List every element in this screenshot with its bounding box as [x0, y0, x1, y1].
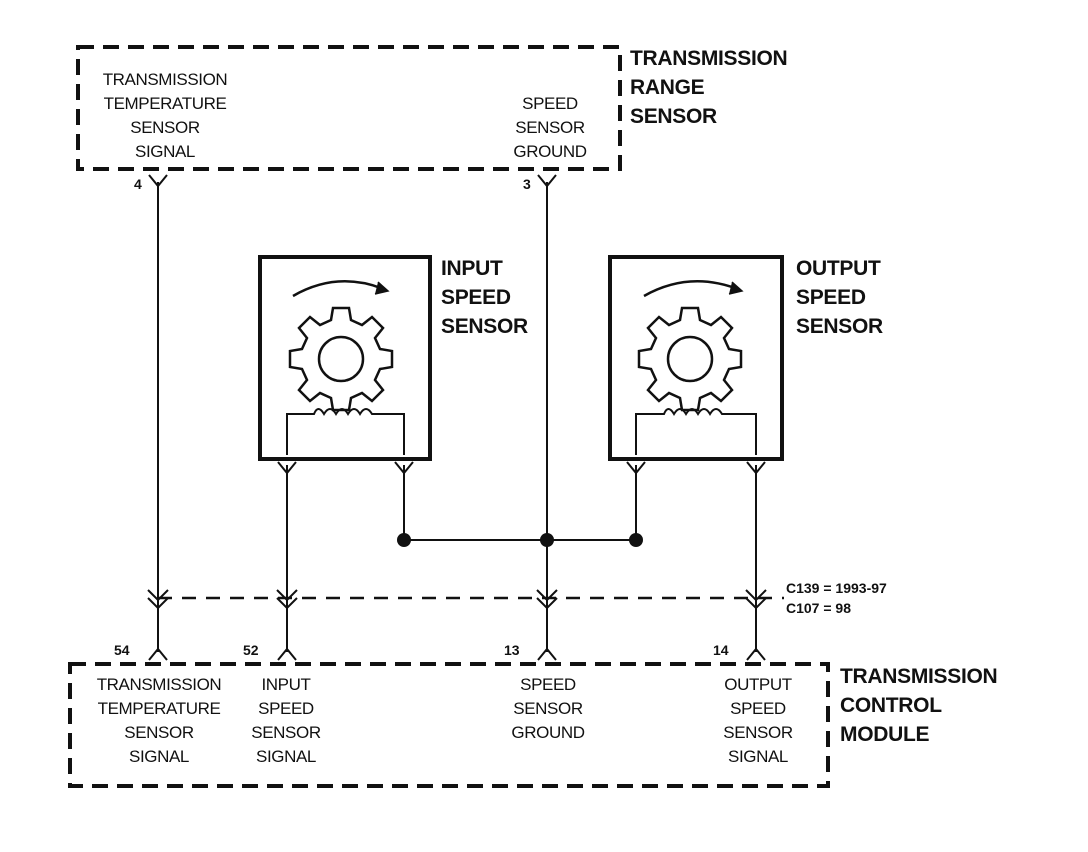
terminal-chevron-3 — [537, 174, 557, 188]
pin-52: 52 — [243, 642, 259, 658]
pin-3: 3 — [523, 176, 531, 192]
label-line: SENSOR — [130, 118, 200, 137]
label-line: SENSOR — [124, 723, 194, 742]
connector-note: C139 = 1993-97 C107 = 98 — [786, 578, 887, 618]
title-line: SENSOR — [630, 105, 717, 128]
trs-speed-ground-label: SPEED SENSOR GROUND — [495, 92, 605, 164]
connector-chevrons-52 — [276, 589, 298, 610]
label-line: SENSOR — [251, 723, 321, 742]
gear-with-coil-icon — [635, 280, 757, 455]
title-line: MODULE — [840, 723, 930, 746]
terminal-chevron-4 — [148, 174, 168, 188]
label-line: TEMPERATURE — [97, 699, 221, 718]
note-line: C107 = 98 — [786, 600, 851, 616]
tcm-speed-ground-label: SPEED SENSOR GROUND — [493, 673, 603, 745]
title-line: SENSOR — [441, 315, 528, 338]
label-line: TEMPERATURE — [103, 94, 227, 113]
connector-chevrons-54 — [147, 589, 169, 610]
label-line: TRANSMISSION — [96, 675, 222, 694]
gear-with-coil-icon — [286, 280, 405, 455]
title-line: SENSOR — [796, 315, 883, 338]
output-speed-sensor-box — [608, 255, 784, 461]
title-line: CONTROL — [840, 694, 942, 717]
label-line: SPEED — [522, 94, 578, 113]
terminal-chevron-13 — [537, 647, 557, 661]
output-speed-sensor-title: OUTPUT SPEED SENSOR — [796, 254, 883, 341]
terminal-chevron-54 — [148, 647, 168, 661]
label-line: SIGNAL — [135, 142, 195, 161]
label-line: SPEED — [520, 675, 576, 694]
splice-dot-output-ground — [629, 533, 643, 547]
transmission-range-sensor-box — [76, 45, 622, 171]
title-line: TRANSMISSION — [840, 665, 998, 688]
title-line: SPEED — [796, 286, 866, 309]
label-line: SPEED — [730, 699, 786, 718]
title-line: INPUT — [441, 257, 503, 280]
terminal-chevron-14 — [746, 647, 766, 661]
splice-dot-speed-ground — [540, 533, 554, 547]
terminal-chevron-output-signal — [746, 461, 766, 475]
title-line: RANGE — [630, 76, 705, 99]
terminal-chevron-52 — [277, 647, 297, 661]
pin-14: 14 — [713, 642, 729, 658]
tcm-output-speed-signal-label: OUTPUT SPEED SENSOR SIGNAL — [703, 673, 813, 769]
connector-chevrons-14 — [745, 589, 767, 610]
pin-13: 13 — [504, 642, 520, 658]
label-line: SENSOR — [723, 723, 793, 742]
label-line: GROUND — [513, 142, 587, 161]
label-line: SENSOR — [515, 118, 585, 137]
label-line: INPUT — [261, 675, 311, 694]
title-line: SPEED — [441, 286, 511, 309]
tcm-input-speed-signal-label: INPUT SPEED SENSOR SIGNAL — [236, 673, 336, 769]
input-speed-sensor-title: INPUT SPEED SENSOR — [441, 254, 528, 341]
note-line: C139 = 1993-97 — [786, 580, 887, 596]
transmission-range-sensor-title: TRANSMISSION RANGE SENSOR — [630, 44, 788, 131]
terminal-chevron-input-ground — [394, 461, 414, 475]
input-speed-sensor-box — [258, 255, 432, 461]
title-line: OUTPUT — [796, 257, 881, 280]
transmission-control-module-box — [68, 662, 830, 788]
trs-temperature-signal-label: TRANSMISSION TEMPERATURE SENSOR SIGNAL — [90, 68, 240, 164]
tcm-temperature-signal-label: TRANSMISSION TEMPERATURE SENSOR SIGNAL — [84, 673, 234, 769]
label-line: SIGNAL — [129, 747, 189, 766]
terminal-chevron-input-signal — [277, 461, 297, 475]
label-line: SIGNAL — [728, 747, 788, 766]
label-line: OUTPUT — [724, 675, 792, 694]
pin-4: 4 — [134, 176, 142, 192]
label-line: SPEED — [258, 699, 314, 718]
label-line: GROUND — [511, 723, 585, 742]
label-line: SIGNAL — [256, 747, 316, 766]
transmission-control-module-title: TRANSMISSION CONTROL MODULE — [840, 662, 998, 749]
title-line: TRANSMISSION — [630, 47, 788, 70]
terminal-chevron-output-ground — [626, 461, 646, 475]
label-line: TRANSMISSION — [102, 70, 228, 89]
connector-chevrons-13 — [536, 589, 558, 610]
label-line: SENSOR — [513, 699, 583, 718]
pin-54: 54 — [114, 642, 130, 658]
splice-dot-input-ground — [397, 533, 411, 547]
